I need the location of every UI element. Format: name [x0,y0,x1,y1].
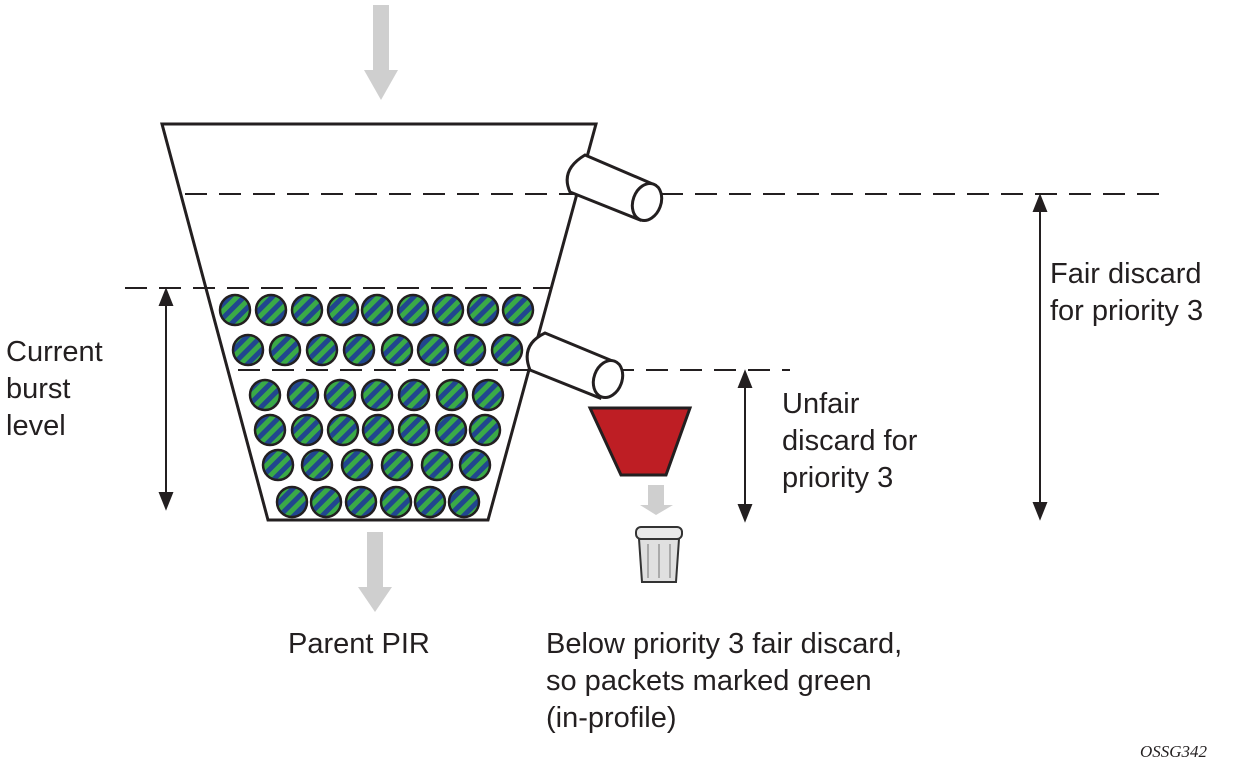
packet [254,293,288,327]
packet [380,448,414,482]
discard-arrow [640,485,673,515]
packet [326,293,360,327]
packet [416,333,450,367]
packet [300,448,334,482]
packet [471,378,505,412]
bucket [160,122,598,522]
packet [501,293,535,327]
trash-can-icon [635,526,683,583]
packet [275,485,309,519]
packet [397,413,431,447]
packet [231,333,265,367]
packet [360,378,394,412]
current-burst-label: Current burst level [6,334,103,445]
unfair-discard-label: Unfair discard for priority 3 [782,386,917,497]
packet [396,293,430,327]
packet [323,378,357,412]
label-line: priority 3 [782,462,894,494]
packet [253,413,287,447]
packet [431,293,465,327]
packet [290,413,324,447]
packet [290,293,324,327]
packet [248,378,282,412]
packet [466,293,500,327]
discard-funnel [587,406,693,477]
label-line: burst [6,373,71,405]
packet [218,293,252,327]
label-line: Current [6,336,103,368]
packet [286,378,320,412]
packet [360,293,394,327]
packet [361,413,395,447]
packet [344,485,378,519]
packet [309,485,343,519]
packet [379,485,413,519]
label-line: for priority 3 [1050,295,1204,327]
fair-discard-range-arrow [1032,193,1048,521]
packet [397,378,431,412]
packet [458,448,492,482]
label-line: Unfair [782,388,860,420]
unfair-discard-range-arrow [737,369,753,523]
packet [447,485,481,519]
current-burst-range-arrow [158,287,174,511]
label-line: discard for [782,425,918,457]
packet [326,413,360,447]
below-fair-discard-note: Below priority 3 fair discard, so packet… [546,626,902,737]
label-line: so packets marked green [546,665,872,697]
fair-discard-cylinder [565,153,664,222]
unfair-discard-cylinder [525,331,625,400]
packet [434,413,468,447]
label-line: Fair discard [1050,258,1202,290]
fair-discard-label: Fair discard for priority 3 [1050,256,1203,330]
packet [453,333,487,367]
packet [380,333,414,367]
packet [268,333,302,367]
output-arrow [358,532,392,612]
packet [340,448,374,482]
parent-pir-label: Parent PIR [288,628,430,660]
packet [468,413,502,447]
packet [342,333,376,367]
packet [435,378,469,412]
packet [420,448,454,482]
packet [305,333,339,367]
label-line: Below priority 3 fair discard, [546,628,903,660]
input-arrow [364,5,398,100]
packet [490,333,524,367]
figure-code: OSSG342 [1140,742,1208,761]
label-line: (in-profile) [546,702,677,734]
packet [261,448,295,482]
packet [413,485,447,519]
label-line: level [6,410,66,442]
packets [218,293,535,519]
